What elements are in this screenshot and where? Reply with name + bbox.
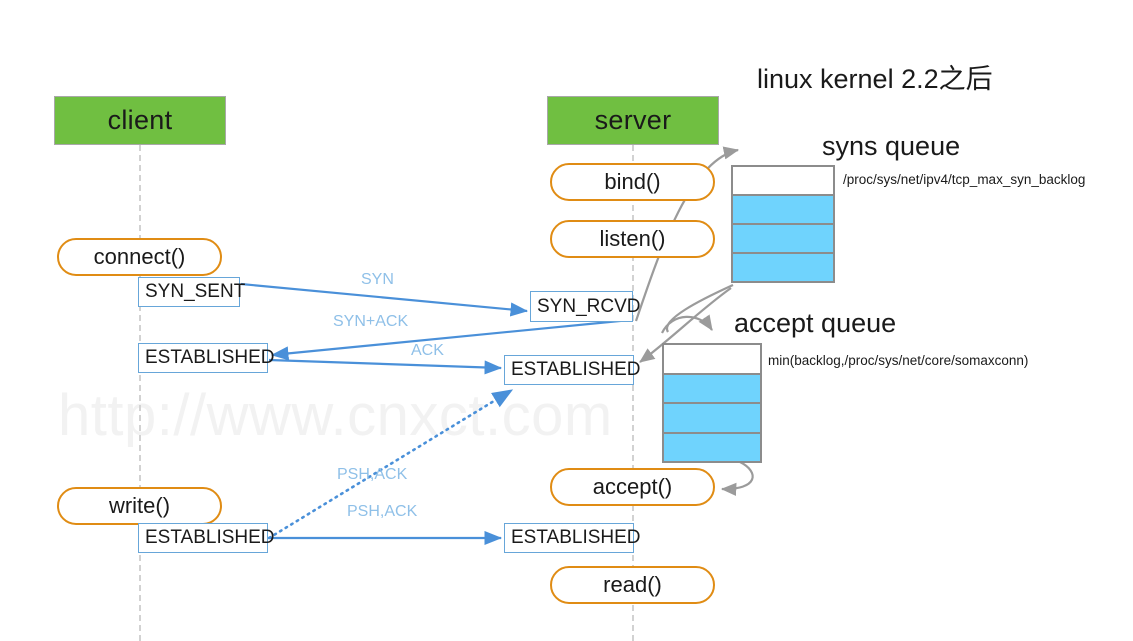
curve-accept-queue-to-accept-call <box>720 461 754 496</box>
call-listen[interactable]: listen() <box>550 220 715 258</box>
call-connect[interactable]: connect() <box>57 238 222 276</box>
syns-queue-cell-2 <box>733 225 833 254</box>
accept-queue-cell-2 <box>664 404 760 434</box>
accept-queue-title: accept queue <box>734 308 897 338</box>
curve-syns-queue-to-accept-queue <box>665 283 734 333</box>
arrow-syn-ack <box>270 318 631 361</box>
state-client-syn-sent: SYN_SENT <box>138 277 245 307</box>
kernel-version-note: linux kernel 2.2之后 <box>757 64 993 94</box>
syns-queue-cell-0 <box>733 167 833 196</box>
call-write-label: write() <box>108 493 171 518</box>
call-bind-label: bind() <box>604 169 661 194</box>
state-server-established-1-label: ESTABLISHED <box>511 359 641 380</box>
accept-queue-subtitle: min(backlog,/proc/sys/net/core/somaxconn… <box>768 353 1029 368</box>
label-psh-ack-solid: PSH,ACK <box>347 503 418 520</box>
actor-client-label: client <box>107 105 173 135</box>
actor-server: server <box>547 96 719 145</box>
accept-queue-stack <box>662 343 762 463</box>
state-client-established-2-label: ESTABLISHED <box>145 527 275 548</box>
accept-queue-cell-3 <box>664 433 760 461</box>
actor-client: client <box>54 96 226 145</box>
state-client-established-1: ESTABLISHED <box>138 343 275 373</box>
syns-queue-stack <box>731 165 835 283</box>
accept-queue-cell-0 <box>664 345 760 375</box>
syns-queue-title: syns queue <box>822 131 961 161</box>
state-server-established-2: ESTABLISHED <box>504 523 641 553</box>
state-server-established-1: ESTABLISHED <box>504 355 641 385</box>
state-client-syn-sent-label: SYN_SENT <box>145 281 246 302</box>
label-syn-ack: SYN+ACK <box>333 313 409 330</box>
accept-queue-cell-1 <box>664 374 760 404</box>
call-accept-label: accept() <box>592 474 673 499</box>
lifeline-client <box>139 145 141 641</box>
lifeline-server <box>632 145 634 641</box>
syns-queue-subtitle: /proc/sys/net/ipv4/tcp_max_syn_backlog <box>843 172 1086 187</box>
curve-accept-queue-entry <box>661 314 713 334</box>
state-server-established-2-label: ESTABLISHED <box>511 527 641 548</box>
watermark-text: http://www.cnxct.com <box>58 383 613 448</box>
call-connect-label: connect() <box>93 244 186 269</box>
state-client-established-1-label: ESTABLISHED <box>145 347 275 368</box>
state-server-syn-rcvd: SYN_RCVD <box>530 291 640 322</box>
call-accept[interactable]: accept() <box>550 468 715 506</box>
arrow-ack <box>268 358 503 375</box>
call-write[interactable]: write() <box>57 487 222 525</box>
syns-queue-cell-3 <box>733 254 833 281</box>
call-read[interactable]: read() <box>550 566 715 604</box>
syns-queue-cell-1 <box>733 196 833 225</box>
actor-server-label: server <box>594 105 672 135</box>
call-bind[interactable]: bind() <box>550 163 715 201</box>
state-server-syn-rcvd-label: SYN_RCVD <box>537 295 641 317</box>
label-ack: ACK <box>411 342 444 359</box>
label-psh-ack-dotted: PSH,ACK <box>337 466 408 483</box>
call-listen-label: listen() <box>599 226 666 251</box>
state-client-established-2: ESTABLISHED <box>138 523 275 553</box>
call-read-label: read() <box>603 572 662 597</box>
label-syn: SYN <box>361 271 394 288</box>
